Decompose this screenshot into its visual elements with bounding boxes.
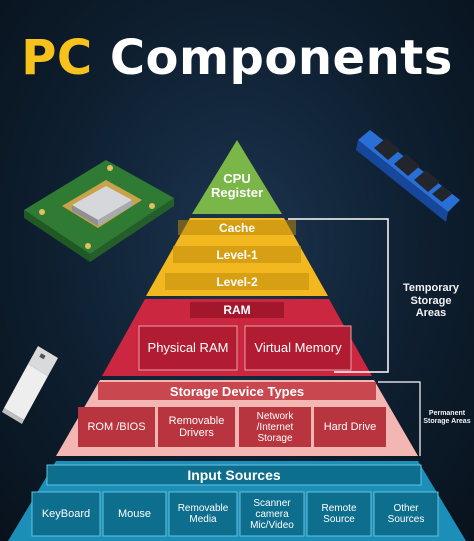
input-removable-media: Removable Media — [177, 503, 229, 525]
storage-removable-drivers: Removable Drivers — [168, 414, 225, 439]
title-main: Components — [109, 30, 453, 86]
cpu-tier — [192, 140, 282, 214]
ram-item-box — [138, 325, 238, 371]
cpu-chip-icon — [24, 160, 174, 262]
virtual-memory-label: Virtual Memory — [254, 339, 342, 355]
storage-item-box — [158, 407, 235, 447]
permanent-storage-label: Permanent Storage Areas — [423, 410, 471, 426]
ram-header: RAM — [223, 303, 251, 317]
cache-item-box — [173, 246, 301, 263]
page-title: PC Components — [0, 30, 474, 86]
title-accent: PC — [21, 30, 93, 86]
ram-header-box — [190, 302, 284, 318]
storage-header-box — [98, 382, 376, 400]
input-other-sources: Other Sources — [387, 503, 425, 525]
input-remote-source: Remote Source — [321, 503, 357, 525]
input-item-box — [306, 491, 372, 537]
input-scanner-camera: Scanner camera Mic/Video — [250, 497, 294, 531]
temporary-storage-label: Temporary Storage Areas — [402, 282, 460, 320]
input-item-box — [239, 491, 305, 537]
storage-item-box — [78, 407, 155, 447]
usb-drive-icon — [2, 346, 58, 424]
temporary-bracket — [288, 218, 389, 373]
cache-level-1: Level-1 — [216, 247, 258, 262]
storage-item-box — [239, 407, 311, 447]
input-header-box — [46, 464, 422, 486]
input-item-box — [168, 491, 238, 537]
storage-rom-bios: ROM /BIOS — [87, 420, 146, 433]
input-sources-header: Input Sources — [187, 467, 281, 483]
cache-header: Cache — [218, 220, 256, 235]
cpu-register-label: CPU Register — [210, 170, 264, 200]
input-keyboard: KeyBoard — [41, 507, 91, 520]
storage-network-internet: Network /Internet Storage — [256, 410, 294, 444]
cache-item-box — [165, 273, 309, 290]
input-mouse: Mouse — [117, 507, 152, 520]
storage-hard-drive: Hard Drive — [323, 420, 377, 433]
cache-header-box — [178, 220, 296, 235]
physical-ram-label: Physical RAM — [147, 339, 229, 355]
input-item-box — [31, 491, 101, 537]
cache-level-2: Level-2 — [216, 274, 258, 289]
storage-header: Storage Device Types — [169, 383, 305, 399]
input-item-box — [373, 491, 439, 537]
storage-item-box — [314, 407, 386, 447]
ram-stick-icon — [356, 130, 460, 222]
input-item-box — [102, 491, 167, 537]
permanent-bracket — [378, 381, 421, 456]
ram-item-box — [244, 325, 352, 371]
